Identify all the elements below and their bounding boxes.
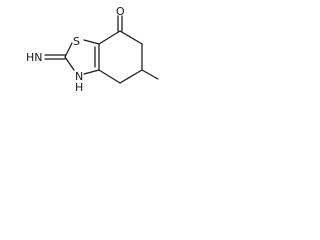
atom-oxygen-label: O — [116, 5, 125, 18]
bond-s-c2 — [64, 42, 73, 58]
atom-ring-nitrogen-label: N — [75, 70, 83, 83]
atom-ring-nitrogen-h-label: H — [75, 81, 83, 94]
bond-c7a-s — [83, 39, 100, 45]
bond-c7-c6 — [119, 30, 143, 45]
structure-svg: O S HN N H — [26, 5, 159, 94]
bond-c7a-c7 — [98, 30, 121, 45]
bond-c4-c3a — [98, 69, 121, 84]
molecule-drawing: O S HN N H — [0, 0, 170, 106]
bond-c5-c4 — [119, 69, 143, 84]
bond-c2-n3 — [64, 56, 75, 71]
atom-imine-nitrogen-label: HN — [26, 51, 43, 64]
bond-methyl — [141, 69, 159, 80]
bond-n3-c3a — [83, 69, 100, 75]
atom-sulfur-label: S — [73, 35, 80, 48]
